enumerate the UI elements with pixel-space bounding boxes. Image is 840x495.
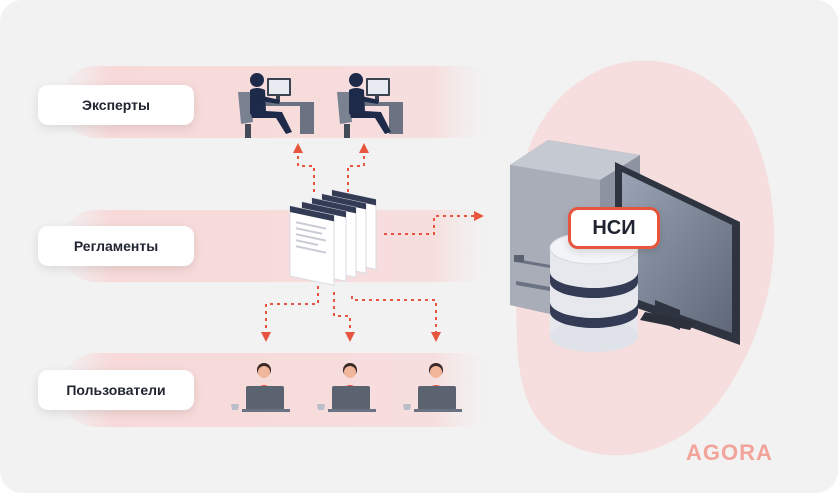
- arrowhead-server: [474, 211, 484, 221]
- database-icon: [549, 231, 639, 352]
- arrowhead-user-3: [431, 332, 441, 342]
- arrow-to-server: [384, 215, 474, 235]
- expert-icon-1: [238, 73, 314, 138]
- document-stack-icon: [289, 189, 377, 286]
- experts-label: Эксперты: [38, 85, 194, 125]
- agora-logo: AGORA: [686, 440, 773, 465]
- user-icon-1: [231, 363, 290, 412]
- users-label: Пользователи: [38, 370, 194, 410]
- arrowhead-expert-2: [359, 143, 369, 153]
- arrows-to-experts: [297, 152, 365, 192]
- user-icon-3: [403, 363, 462, 412]
- arrowhead-expert-1: [293, 143, 303, 153]
- arrows-to-users: [265, 286, 437, 332]
- nsi-badge: НСИ: [568, 207, 660, 249]
- expert-icon-2: [337, 73, 403, 138]
- user-icon-2: [317, 363, 376, 412]
- arrowhead-user-1: [261, 332, 271, 342]
- regulations-label: Регламенты: [38, 226, 194, 266]
- arrowhead-user-2: [345, 332, 355, 342]
